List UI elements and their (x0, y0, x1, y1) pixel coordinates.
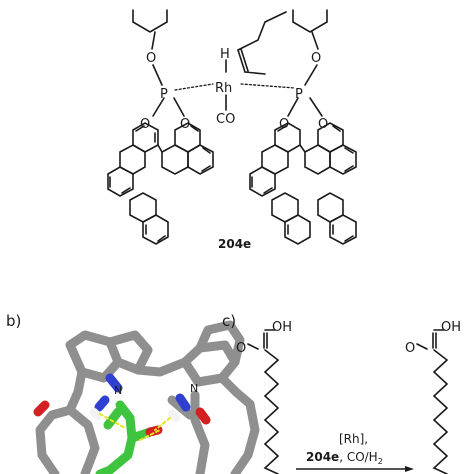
hydrogen-bond (99, 413, 126, 429)
carbonyl-oxygen-label: O (405, 341, 415, 356)
oxygen-label: O (311, 51, 321, 66)
oxygen-label: O (140, 117, 150, 132)
carbonyl-label: CO (216, 112, 235, 127)
product-acid (416, 329, 449, 474)
right-binaphthyl (249, 122, 357, 245)
conditions-line-2: 204e, CO/H2 (306, 450, 383, 466)
left-phenyl-ring (132, 9, 168, 33)
left-binaphthyl (107, 122, 214, 245)
phosphorus-left-label: P (160, 87, 168, 102)
atom-labels: O O P P H Rh CO O O O O (140, 47, 328, 132)
rh-p-bond-left (174, 83, 214, 91)
hydroxyl-label: OH (272, 320, 292, 335)
right-phenyl-ring (292, 9, 328, 33)
hydrogen-bond (154, 417, 171, 431)
reaction-arrowhead (405, 466, 414, 472)
conditions-gas: , CO/H (339, 450, 378, 464)
rh-complex-structure (107, 9, 357, 245)
conditions-line-1: [Rh], (339, 432, 368, 446)
rh-p-bond-right (240, 83, 296, 89)
nitrogen-label: N (114, 384, 122, 397)
hydride-label: H (220, 47, 230, 62)
panel-c-label: c) (222, 312, 236, 330)
phosphorus-right-label: P (295, 87, 303, 102)
conditions-subscript: 2 (378, 457, 383, 466)
oxygen-label: O (146, 51, 156, 66)
compound-label: 204e (218, 237, 251, 251)
oxygen-label: O (180, 117, 190, 132)
oxygen-label: O (318, 117, 328, 132)
hydroxyl-label: OH (441, 320, 461, 335)
stick-model (33, 320, 260, 474)
alkyl-chain (237, 11, 287, 51)
panel-b-label: b) (6, 312, 21, 330)
rhodium-label: Rh (215, 81, 232, 96)
nitrogen-label: N (190, 382, 198, 395)
oxygen-label: O (279, 117, 289, 132)
carbonyl-oxygen-label: O (236, 341, 246, 356)
substrate-acid (247, 329, 280, 474)
hydrogen-bond (139, 429, 161, 441)
catalyst-label: 204e (306, 450, 339, 464)
